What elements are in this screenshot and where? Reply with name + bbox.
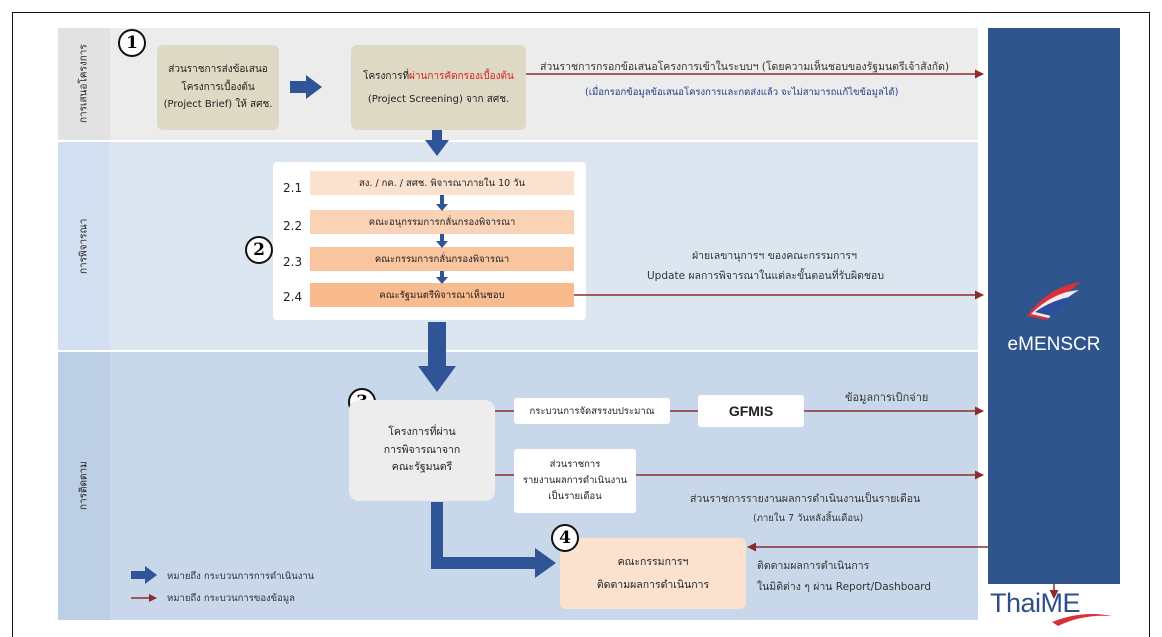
- entry-arrow-note: (เมื่อกรอกข้อมูลข้อเสนอโครงการและกดส่งแล…: [585, 87, 899, 98]
- secretariat-label: ฝ่ายเลขานุการฯ ของคณะกรรมการฯ: [692, 250, 857, 262]
- update-label: Update ผลการพิจารณาในแต่ละขั้นตอนที่รับผ…: [647, 270, 885, 282]
- legend-data-label: หมายถึง กระบวนการของข้อมูล: [167, 593, 295, 604]
- monitoring-committee-line: ติดตามผลการดำเนินการ: [596, 578, 710, 591]
- monitoring-committee-line: คณะกรรมการฯ: [617, 556, 689, 569]
- legend-process-arrow-icon: [131, 566, 157, 584]
- project-screening-box: โครงการที่ผ่านการคัดกรองเบื้องต้น (Proje…: [351, 45, 526, 130]
- process-arrow-2-3-to-2-4: [436, 271, 448, 284]
- gfmis-box: GFMIS: [698, 395, 804, 427]
- entry-arrow-label: ส่วนราชการกรอกข้อเสนอโครงการเข้าในระบบฯ …: [540, 61, 950, 73]
- step-number-2: 2: [245, 236, 273, 264]
- process-arrow-2-2-to-2-3: [436, 234, 448, 248]
- step-number-1: 1: [118, 29, 146, 57]
- project-brief-line: ส่วนราชการส่งข้อเสนอ: [168, 64, 268, 76]
- project-brief-line: (Project Brief) ให้ สศช.: [163, 99, 273, 111]
- project-screening-line: โครงการที่ผ่านการคัดกรองเบื้องต้น: [363, 65, 514, 88]
- step-2-4-number: 2.4: [283, 290, 303, 304]
- process-arrow-approved-to-committee: [431, 502, 556, 578]
- legend-process-label: หมายถึง กระบวนการการดำเนินงาน: [167, 571, 315, 582]
- thaime-logo: ThaiME: [990, 588, 1130, 628]
- process-arrow-2-1-to-2-2: [436, 195, 448, 211]
- process-arrow-brief-to-screening: [290, 75, 322, 99]
- step-2-1-number: 2.1: [283, 181, 303, 195]
- step-2-2-box: คณะอนุกรรมการกลั่นกรองพิจารณา: [310, 210, 574, 234]
- step-2-4-box: คณะรัฐมนตรีพิจารณาเห็นชอบ: [310, 283, 574, 307]
- emenscr-name: eMENSCR: [1007, 334, 1101, 355]
- emenscr-logo-icon: [1019, 276, 1089, 330]
- step-2-1-box: สง. / กค. / สศช. พิจารณาภายใน 10 วัน: [310, 171, 574, 195]
- step-number-4: 4: [551, 524, 579, 552]
- screening-prefix: โครงการที่: [363, 70, 410, 82]
- approved-project-line: การพิจารณาจาก: [383, 443, 461, 456]
- step-2-2-number: 2.2: [283, 219, 303, 233]
- emenscr-system-column: eMENSCR: [988, 28, 1120, 584]
- dashboard-label: ในมิติต่าง ๆ ผ่าน Report/Dashboard: [757, 581, 932, 593]
- project-brief-box: ส่วนราชการส่งข้อเสนอ โครงการเบื้องต้น (P…: [157, 45, 279, 130]
- approved-project-line: โครงการที่ผ่าน: [388, 425, 456, 438]
- approved-project-box: โครงการที่ผ่าน การพิจารณาจาก คณะรัฐมนตรี: [349, 400, 495, 501]
- monthly-report-line: เป็นรายเดือน: [548, 491, 602, 503]
- disbursement-label: ข้อมูลการเบิกจ่าย: [845, 391, 929, 404]
- step-2-3-number: 2.3: [283, 255, 303, 269]
- project-screening-line: (Project Screening) จาก สศช.: [367, 93, 510, 105]
- step-2-3-box: คณะกรรมการกลั่นกรองพิจารณา: [310, 247, 574, 271]
- monthly-report-label: ส่วนราชการรายงานผลการดำเนินงานเป็นรายเดื…: [690, 493, 921, 505]
- monthly-report-note: (ภายใน 7 วันหลังสิ้นเดือน): [753, 513, 864, 524]
- project-brief-line: โครงการเบื้องต้น: [181, 81, 255, 93]
- diagram-frame: [12, 12, 1150, 637]
- monthly-report-line: ส่วนราชการ: [549, 458, 601, 470]
- budget-allocation-box: กระบวนการจัดสรรงบประมาณ: [514, 398, 670, 424]
- monthly-report-line: รายงานผลการดำเนินงาน: [522, 474, 628, 486]
- process-arrow-review-to-approved: [418, 322, 456, 392]
- monitoring-committee-box: คณะกรรมการฯ ติดตามผลการดำเนินการ: [560, 538, 746, 609]
- screening-highlight: ผ่านการคัดกรองเบื้องต้น: [409, 70, 514, 82]
- thaime-logo-text: ThaiME: [990, 588, 1081, 618]
- follow-up-label: ติดตามผลการดำเนินการ: [757, 560, 870, 572]
- legend-data-arrow-icon: [131, 594, 157, 602]
- approved-project-line: คณะรัฐมนตรี: [391, 461, 453, 474]
- monthly-report-box: ส่วนราชการ รายงานผลการดำเนินงาน เป็นรายเ…: [514, 449, 636, 513]
- thaime-swoosh-icon: [1052, 614, 1112, 626]
- process-arrow-screening-to-review: [425, 130, 449, 156]
